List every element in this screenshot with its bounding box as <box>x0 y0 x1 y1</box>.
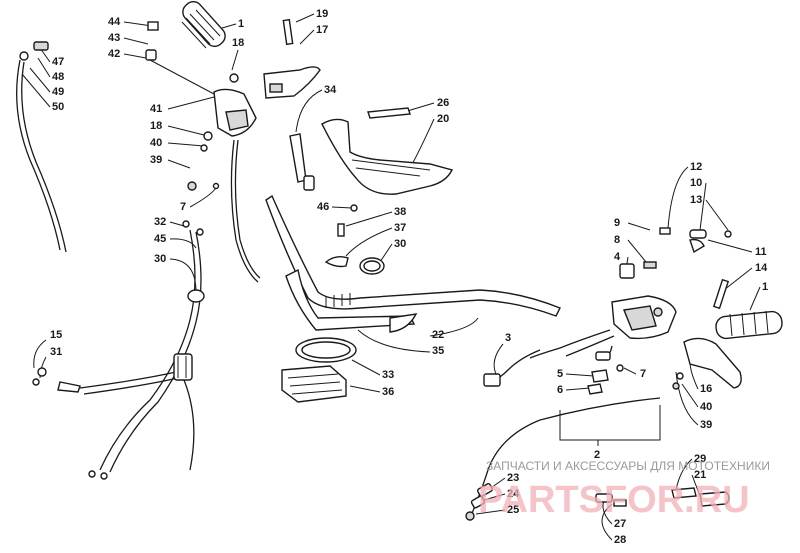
callout-14: 14 <box>755 262 768 274</box>
callout-19: 19 <box>316 8 328 20</box>
callout-23: 23 <box>507 472 519 484</box>
callout-35: 35 <box>432 345 444 357</box>
callout-8: 8 <box>614 234 620 246</box>
callout-49: 49 <box>52 86 64 98</box>
callout-7: 7 <box>180 201 186 213</box>
callout-28: 28 <box>614 534 626 546</box>
cable-junction <box>32 228 205 480</box>
cables <box>16 59 661 519</box>
callout-22: 22 <box>432 329 444 341</box>
right-brake-lever <box>672 337 742 390</box>
callout-6: 6 <box>557 384 563 396</box>
callout-9: 9 <box>614 217 620 229</box>
strap <box>289 133 315 191</box>
callout-38: 38 <box>394 206 406 218</box>
callout-30: 30 <box>394 238 406 250</box>
left-grip <box>181 0 226 49</box>
callout-18: 18 <box>150 120 162 132</box>
callout-1: 1 <box>762 281 768 293</box>
callout-33: 33 <box>382 369 394 381</box>
callout-42: 42 <box>108 48 120 60</box>
callout-2: 2 <box>594 449 600 461</box>
callout-26: 26 <box>437 97 449 109</box>
callout-41: 41 <box>150 103 162 115</box>
callout-46: 46 <box>317 201 329 213</box>
callout-4: 4 <box>614 251 621 263</box>
callout-11: 11 <box>755 246 767 258</box>
callout-39: 39 <box>700 419 712 431</box>
callout-44: 44 <box>108 16 121 28</box>
watermark-caption: ЗАПЧАСТИ И АКСЕССУАРЫ ДЛЯ МОТОТЕХНИКИ <box>486 459 770 473</box>
callout-40: 40 <box>150 137 162 149</box>
callout-43: 43 <box>108 32 120 44</box>
callout-48: 48 <box>52 71 64 83</box>
watermark-logo: PARTSFOR.RU <box>478 479 750 521</box>
callout-15: 15 <box>50 329 62 341</box>
callout-34: 34 <box>324 84 337 96</box>
throttle-cable-parts <box>465 483 730 521</box>
watermark: ЗАПЧАСТИ И АКСЕССУАРЫ ДЛЯ МОТОТЕХНИКИ PA… <box>478 459 770 521</box>
callout-32: 32 <box>154 216 166 228</box>
callout-20: 20 <box>437 113 449 125</box>
right-control-housing <box>611 227 732 340</box>
callout-37: 37 <box>394 222 406 234</box>
callout-3: 3 <box>505 332 511 344</box>
callout-36: 36 <box>382 386 394 398</box>
callout-50: 50 <box>52 101 64 113</box>
callout-13: 13 <box>690 194 702 206</box>
callout-31: 31 <box>50 346 62 358</box>
left-control-housing <box>145 18 321 228</box>
callout-5: 5 <box>557 368 563 380</box>
callout-21: 21 <box>694 469 706 481</box>
callout-16: 16 <box>700 383 712 395</box>
callout-1: 1 <box>238 18 244 30</box>
bar-clamp-and-block <box>281 337 357 403</box>
callout-45: 45 <box>154 233 166 245</box>
left-cable-end <box>19 41 49 61</box>
mount-hardware <box>324 204 385 275</box>
callout-39: 39 <box>150 154 162 166</box>
callout-29: 29 <box>694 453 706 465</box>
callout-47: 47 <box>52 56 64 68</box>
callout-24: 24 <box>507 488 520 500</box>
callout-7: 7 <box>640 368 646 380</box>
callout-10: 10 <box>690 177 702 189</box>
callout-40: 40 <box>700 401 712 413</box>
right-wiring-parts <box>483 351 624 395</box>
callout-30: 30 <box>154 253 166 265</box>
callout-17: 17 <box>316 24 328 36</box>
right-grip <box>712 278 783 340</box>
callout-25: 25 <box>507 504 519 516</box>
handlebar-pad <box>321 107 454 195</box>
callout-27: 27 <box>614 518 626 530</box>
callout-18: 18 <box>232 37 244 49</box>
callout-12: 12 <box>690 161 702 173</box>
handlebar <box>265 194 561 333</box>
